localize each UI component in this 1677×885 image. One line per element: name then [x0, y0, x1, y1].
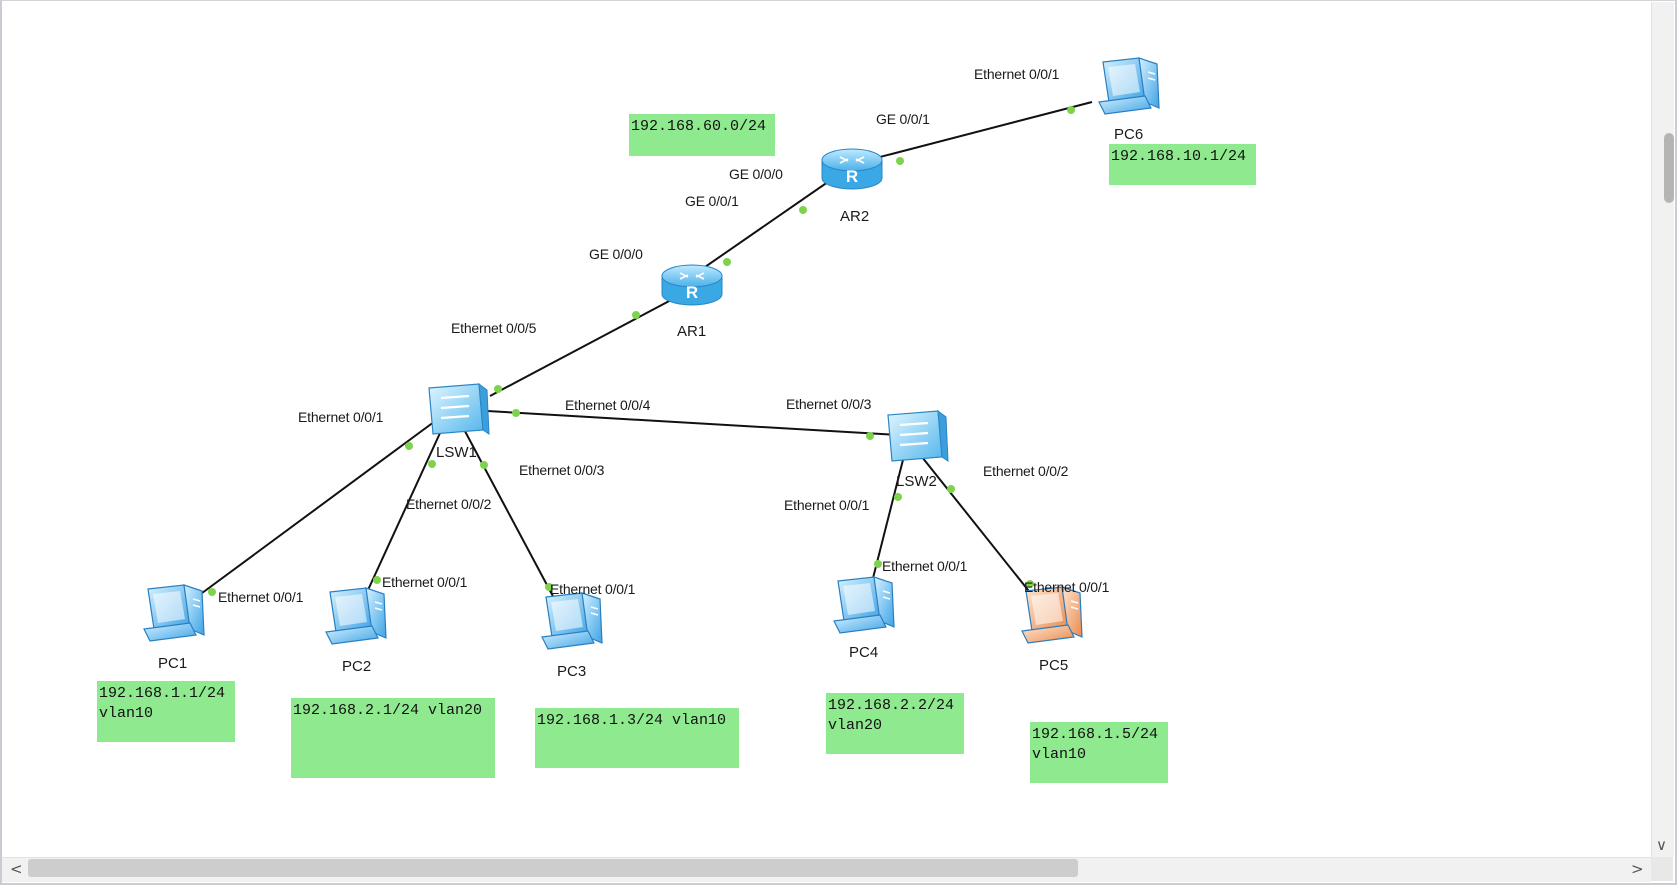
router-icon: R — [661, 264, 723, 306]
port-dot-AR1 — [723, 258, 731, 266]
device-AR1[interactable]: R — [661, 264, 723, 306]
switch-icon — [428, 382, 490, 435]
port-dot-LSW1 — [494, 385, 502, 393]
note-pc5-address[interactable]: 192.168.1.5/24 vlan10 — [1030, 722, 1168, 783]
device-PC4[interactable] — [833, 576, 895, 634]
port-label-pc4-e001: Ethernet 0/0/1 — [882, 558, 968, 574]
device-label-PC3: PC3 — [557, 663, 587, 680]
port-dot-AR2 — [896, 157, 904, 165]
note-pc6-address[interactable]: 192.168.10.1/24 — [1109, 144, 1256, 185]
link-LSW1-PC2[interactable] — [367, 419, 447, 591]
link-AR1-LSW1[interactable] — [489, 289, 691, 397]
device-LSW1[interactable] — [428, 382, 490, 435]
port-label-lsw1-e003: Ethernet 0/0/3 — [519, 462, 605, 478]
port-dot-PC4 — [874, 560, 882, 568]
pc-icon — [1098, 57, 1160, 115]
device-PC1[interactable] — [143, 584, 205, 642]
port-label-ar2-ge000: GE 0/0/0 — [729, 166, 783, 182]
port-dot-LSW2 — [894, 493, 902, 501]
link-LSW1-LSW2[interactable] — [469, 409, 916, 437]
port-label-ar1-ge001: GE 0/0/1 — [685, 193, 739, 209]
port-dot-LSW1 — [405, 442, 413, 450]
port-dots-layer — [208, 106, 1075, 596]
device-label-LSW2: LSW2 — [896, 473, 937, 490]
port-label-ar2-ge001: GE 0/0/1 — [876, 111, 930, 127]
device-label-PC4: PC4 — [849, 644, 879, 661]
port-label-lsw1-e004: Ethernet 0/0/4 — [565, 397, 651, 413]
vertical-scrollbar[interactable] — [1651, 2, 1674, 857]
link-AR1-AR2[interactable] — [691, 165, 852, 277]
port-dot-LSW1 — [480, 461, 488, 469]
pc-icon — [1021, 586, 1083, 644]
vertical-scrollbar-thumb[interactable] — [1664, 133, 1674, 203]
note-pc4-address[interactable]: 192.168.2.2/24 vlan20 — [826, 693, 964, 754]
device-label-AR1: AR1 — [677, 323, 707, 340]
port-label-pc5-e001: Ethernet 0/0/1 — [1024, 579, 1110, 595]
device-label-LSW1: LSW1 — [436, 444, 477, 461]
pc-icon — [325, 587, 387, 645]
port-dot-LSW1 — [428, 460, 436, 468]
link-LSW2-PC5[interactable] — [917, 451, 1037, 601]
port-label-pc3-e001: Ethernet 0/0/1 — [550, 581, 636, 597]
note-network-60[interactable]: 192.168.60.0/24 — [629, 114, 775, 156]
device-label-AR2: AR2 — [840, 208, 870, 225]
link-LSW1-PC3[interactable] — [458, 419, 556, 601]
port-label-pc2-e001: Ethernet 0/0/1 — [382, 574, 468, 590]
pc-icon — [833, 576, 895, 634]
device-LSW2[interactable] — [887, 409, 949, 462]
svg-text:R: R — [846, 167, 858, 186]
device-label-PC2: PC2 — [342, 658, 372, 675]
port-dot-PC3 — [545, 583, 553, 591]
link-LSW1-PC1[interactable] — [197, 415, 443, 597]
scrollbar-corner — [1651, 857, 1673, 881]
port-dot-PC2 — [373, 576, 381, 584]
device-PC3[interactable] — [541, 592, 603, 650]
svg-text:R: R — [686, 283, 698, 302]
port-label-ar1-ge000: GE 0/0/0 — [589, 246, 643, 262]
port-dot-AR2 — [799, 206, 807, 214]
port-label-lsw2-e002: Ethernet 0/0/2 — [983, 463, 1069, 479]
link-AR2-PC6[interactable] — [852, 101, 1093, 165]
device-label-PC6: PC6 — [1114, 126, 1144, 143]
scroll-down-arrow-icon[interactable]: ∨ — [1656, 836, 1667, 854]
port-label-lsw1-e001: Ethernet 0/0/1 — [298, 409, 384, 425]
port-label-pc1-e001: Ethernet 0/0/1 — [218, 589, 304, 605]
router-icon: R — [821, 148, 883, 190]
port-dot-AR1 — [632, 311, 640, 319]
port-dot-PC6 — [1067, 106, 1075, 114]
pc-icon — [143, 584, 205, 642]
port-label-lsw1-e002: Ethernet 0/0/2 — [406, 496, 492, 512]
horizontal-scrollbar-thumb[interactable] — [28, 859, 1078, 877]
port-label-lsw2-e003: Ethernet 0/0/3 — [786, 396, 872, 412]
scroll-left-arrow-icon[interactable]: < — [10, 860, 23, 878]
port-dot-LSW1 — [512, 409, 520, 417]
port-dot-PC1 — [208, 588, 216, 596]
port-label-lsw2-e001: Ethernet 0/0/1 — [784, 497, 870, 513]
device-PC5[interactable] — [1021, 586, 1083, 644]
port-dot-PC5 — [1026, 580, 1034, 588]
switch-icon — [887, 409, 949, 462]
scroll-right-arrow-icon[interactable]: > — [1631, 860, 1644, 878]
device-PC2[interactable] — [325, 587, 387, 645]
port-dot-LSW2 — [947, 485, 955, 493]
port-label-pc6-e001: Ethernet 0/0/1 — [974, 66, 1060, 82]
device-label-PC5: PC5 — [1039, 657, 1069, 674]
device-AR2[interactable]: R — [821, 148, 883, 190]
note-pc1-address[interactable]: 192.168.1.1/24 vlan10 — [97, 681, 235, 742]
pc-icon — [541, 592, 603, 650]
device-PC6[interactable] — [1098, 57, 1160, 115]
port-label-lsw1-e005: Ethernet 0/0/5 — [451, 320, 537, 336]
device-label-PC1: PC1 — [158, 655, 188, 672]
port-dot-LSW2 — [866, 432, 874, 440]
note-pc3-address[interactable]: 192.168.1.3/24 vlan10 — [535, 708, 739, 768]
note-pc2-address[interactable]: 192.168.2.1/24 vlan20 — [291, 698, 495, 778]
links-layer — [197, 101, 1093, 601]
